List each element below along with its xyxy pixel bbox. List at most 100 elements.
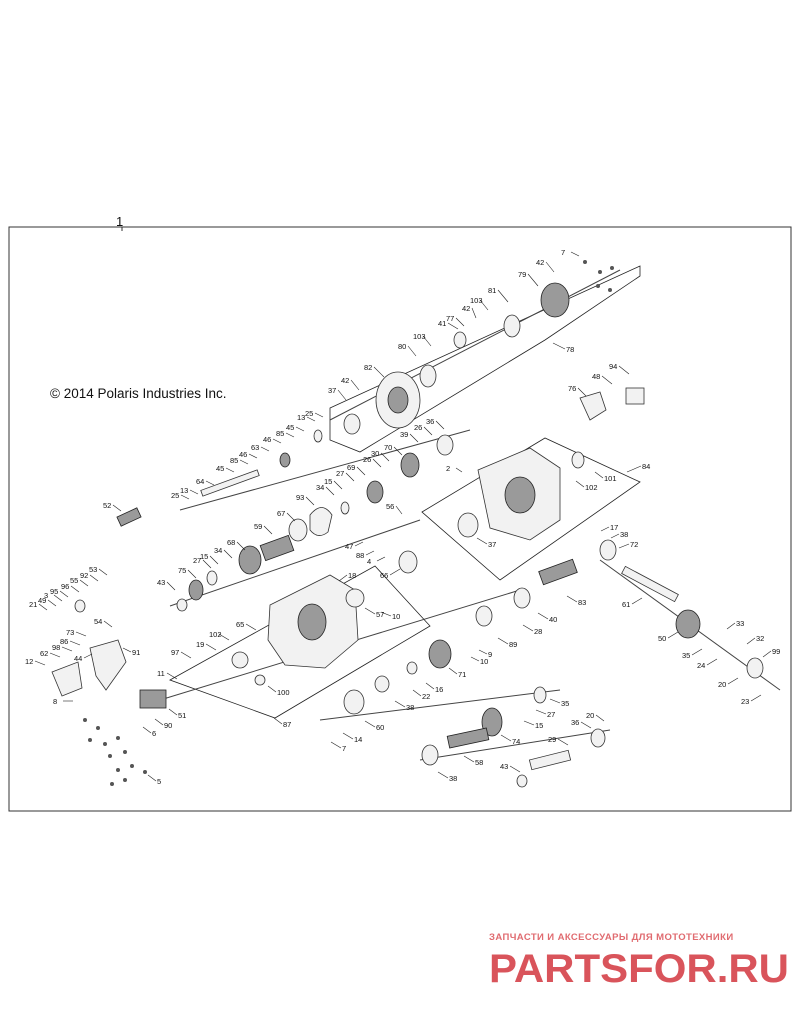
part-label-18: 18 xyxy=(338,571,356,582)
part-label-69: 69 xyxy=(347,463,366,476)
part-shaft-83 xyxy=(538,558,578,586)
part-label-94: 94 xyxy=(609,362,630,375)
leader-line xyxy=(601,375,613,385)
leader-line xyxy=(552,342,566,350)
part-seal-100 xyxy=(254,674,266,686)
part-number: 42 xyxy=(536,258,544,267)
part-label-100: 100 xyxy=(267,685,290,697)
part-bearing-43-lower xyxy=(516,774,528,788)
part-label-7a: 7 xyxy=(561,248,580,257)
leader-line xyxy=(395,505,403,515)
part-label-42a: 42 xyxy=(536,258,555,273)
fastener xyxy=(596,284,600,288)
part-number: 34 xyxy=(316,483,324,492)
part-label-21: 21 xyxy=(29,600,48,611)
leader-line xyxy=(618,365,630,375)
part-number: 24 xyxy=(697,661,705,670)
leader-line xyxy=(89,574,99,582)
leader-line xyxy=(154,718,164,726)
part-number: 15 xyxy=(200,552,208,561)
part-label-53: 53 xyxy=(89,565,108,576)
part-number: 88 xyxy=(356,551,364,560)
part-label-26a: 26 xyxy=(414,423,433,436)
part-number: 62 xyxy=(40,649,48,658)
fastener xyxy=(96,726,100,730)
part-number: 38 xyxy=(620,530,628,539)
part-number: 97 xyxy=(171,648,179,657)
mechanical-parts xyxy=(51,282,764,788)
leader-line xyxy=(364,720,376,728)
part-number: 53 xyxy=(89,565,97,574)
leader-line xyxy=(49,652,61,658)
part-number: 40 xyxy=(549,615,557,624)
part-label-86: 86 xyxy=(60,637,81,646)
part-label-11: 11 xyxy=(157,669,178,680)
part-ring-66 xyxy=(398,550,418,574)
part-washer-27 xyxy=(206,570,218,586)
part-number: 64 xyxy=(196,477,204,486)
part-label-79: 79 xyxy=(518,270,539,287)
part-sprocket-67 xyxy=(288,518,308,542)
part-number: 92 xyxy=(80,571,88,580)
leader-line xyxy=(455,317,465,327)
part-label-84: 84 xyxy=(626,462,650,473)
part-label-37a: 37 xyxy=(328,386,347,401)
fastener xyxy=(123,778,127,782)
leader-line xyxy=(522,624,534,632)
fasteners xyxy=(83,260,614,786)
part-number: 51 xyxy=(178,711,186,720)
leader-line xyxy=(236,541,246,551)
part-label-37b: 37 xyxy=(476,537,496,549)
leader-line xyxy=(79,579,89,587)
part-label-38a: 38 xyxy=(610,530,628,539)
leader-line xyxy=(189,489,199,495)
leader-line xyxy=(34,660,46,666)
part-label-2: 2 xyxy=(446,464,463,473)
copyright-text: © 2014 Polaris Industries Inc. xyxy=(50,386,227,401)
part-label-27a: 27 xyxy=(336,469,355,482)
shaft-input xyxy=(169,519,421,607)
part-gear-75 xyxy=(188,579,204,601)
leader-line xyxy=(248,453,258,459)
leader-line xyxy=(479,299,489,311)
leader-line xyxy=(373,366,385,378)
part-label-78: 78 xyxy=(552,342,574,354)
leader-line xyxy=(47,599,57,607)
part-number: 2 xyxy=(446,464,450,473)
part-label-49: 49 xyxy=(38,596,57,607)
part-cap-99 xyxy=(746,657,764,679)
part-number: 96 xyxy=(61,582,69,591)
part-gear-30 xyxy=(366,480,384,504)
leader-line xyxy=(365,550,375,556)
part-washer-16 xyxy=(406,661,418,675)
leader-line xyxy=(409,433,419,443)
part-gear-55 xyxy=(74,599,86,613)
shaft-mid xyxy=(179,429,471,511)
part-rod-64 xyxy=(200,469,260,497)
part-bracket-91 xyxy=(89,639,127,691)
leader-line xyxy=(425,682,435,690)
part-label-34b: 34 xyxy=(214,546,233,559)
part-label-35b: 35 xyxy=(549,698,569,708)
part-label-38b: 38 xyxy=(394,700,414,712)
leader-line xyxy=(83,653,93,659)
leader-line xyxy=(610,533,620,539)
part-gear-58 xyxy=(446,727,490,749)
part-label-27b: 27 xyxy=(193,556,212,569)
part-label-52: 52 xyxy=(103,501,122,512)
leader-line xyxy=(225,467,235,473)
part-number: 66 xyxy=(380,571,388,580)
part-label-14: 14 xyxy=(342,732,362,744)
leader-line xyxy=(762,650,772,658)
part-number: 60 xyxy=(376,723,384,732)
part-label-20a: 20 xyxy=(718,677,739,689)
part-label-22: 22 xyxy=(412,689,430,701)
part-bearing-43 xyxy=(176,598,188,612)
part-number: 94 xyxy=(609,362,617,371)
part-number: 27 xyxy=(547,710,555,719)
part-number: 72 xyxy=(630,540,638,549)
part-number: 22 xyxy=(422,692,430,701)
leader-line xyxy=(38,603,48,611)
part-label-61: 61 xyxy=(622,597,643,609)
leader-line xyxy=(205,643,217,651)
